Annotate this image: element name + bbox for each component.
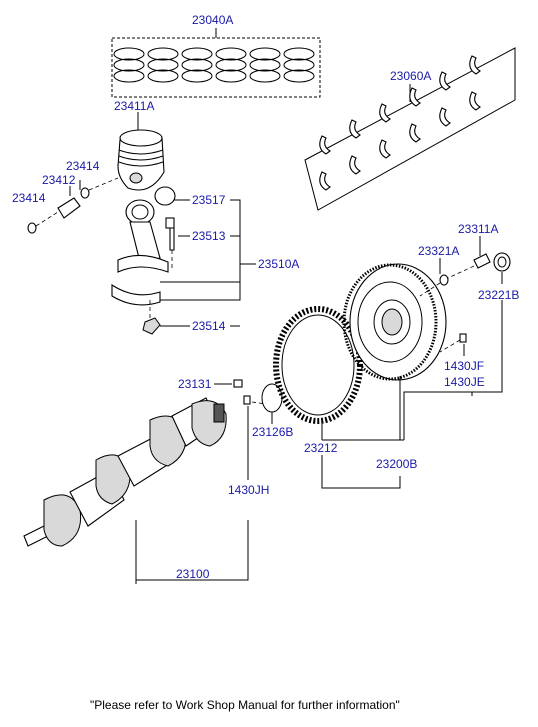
bearing-shell	[409, 87, 421, 107]
label-pin: 23412	[42, 173, 76, 187]
label-dowel-fj: 1430JF	[444, 359, 484, 373]
bearing-shell	[409, 123, 421, 143]
piston-ring	[113, 47, 145, 61]
label-dowel-je: 1430JE	[444, 375, 485, 389]
flywheel	[342, 263, 447, 440]
label-clip-upper: 23414	[66, 159, 100, 173]
bearing-shell	[379, 103, 391, 123]
bearing-shell	[439, 107, 451, 127]
piston-ring	[283, 69, 315, 83]
label-rod-assy: 23510A	[258, 257, 299, 271]
piston-ring	[181, 47, 213, 61]
piston-ring	[283, 47, 315, 61]
piston-ring	[113, 58, 145, 72]
label-nut: 23514	[192, 319, 226, 333]
bearing-shell	[469, 55, 481, 75]
label-key: 23131	[178, 377, 212, 391]
label-bushing: 23517	[192, 193, 226, 207]
piston	[117, 112, 165, 191]
label-clip-left: 23414	[12, 191, 46, 205]
label-piston: 23411A	[114, 99, 154, 113]
flywheel-hardware	[322, 236, 511, 441]
label-washer: 23321A	[418, 244, 459, 258]
label-bolt: 23513	[192, 229, 226, 243]
label-pilot-bearing: 23221B	[478, 288, 519, 302]
crankshaft	[23, 397, 249, 584]
footer-note: "Please refer to Work Shop Manual for fu…	[90, 698, 400, 712]
piston-ring	[181, 69, 213, 83]
piston-pin-assembly	[27, 177, 119, 234]
label-crankshaft: 23100	[176, 567, 210, 581]
piston-rings-group	[111, 28, 321, 98]
bearing-shell	[349, 155, 361, 175]
label-bearings: 23060A	[390, 69, 431, 83]
piston-ring	[283, 58, 315, 72]
bearing-shell	[319, 135, 331, 155]
bearing-shell	[469, 91, 481, 111]
label-flywheel-bolt: 23311A	[458, 222, 498, 236]
piston-ring	[147, 58, 179, 72]
connecting-rod	[111, 186, 176, 335]
piston-ring	[249, 58, 281, 72]
label-seal: 23126B	[252, 425, 293, 439]
piston-ring	[249, 47, 281, 61]
bearing-shell	[349, 119, 361, 139]
bearing-shell	[439, 71, 451, 91]
piston-ring	[215, 58, 247, 72]
piston-ring	[215, 47, 247, 61]
bearing-shell	[379, 139, 391, 159]
label-dowel-jh: 1430JH	[228, 483, 269, 497]
piston-ring	[147, 47, 179, 61]
piston-ring	[147, 69, 179, 83]
piston-ring	[181, 58, 213, 72]
label-ring-gear: 23212	[304, 441, 338, 455]
piston-ring	[249, 69, 281, 83]
bearing-shell	[319, 171, 331, 191]
bearing-shells-group	[304, 47, 516, 211]
piston-ring	[113, 69, 145, 83]
label-flywheel-assy: 23200B	[376, 457, 417, 471]
piston-ring	[215, 69, 247, 83]
label-rings: 23040A	[192, 13, 233, 27]
seal-and-key	[214, 379, 283, 480]
rod-leader-lines	[160, 199, 256, 327]
